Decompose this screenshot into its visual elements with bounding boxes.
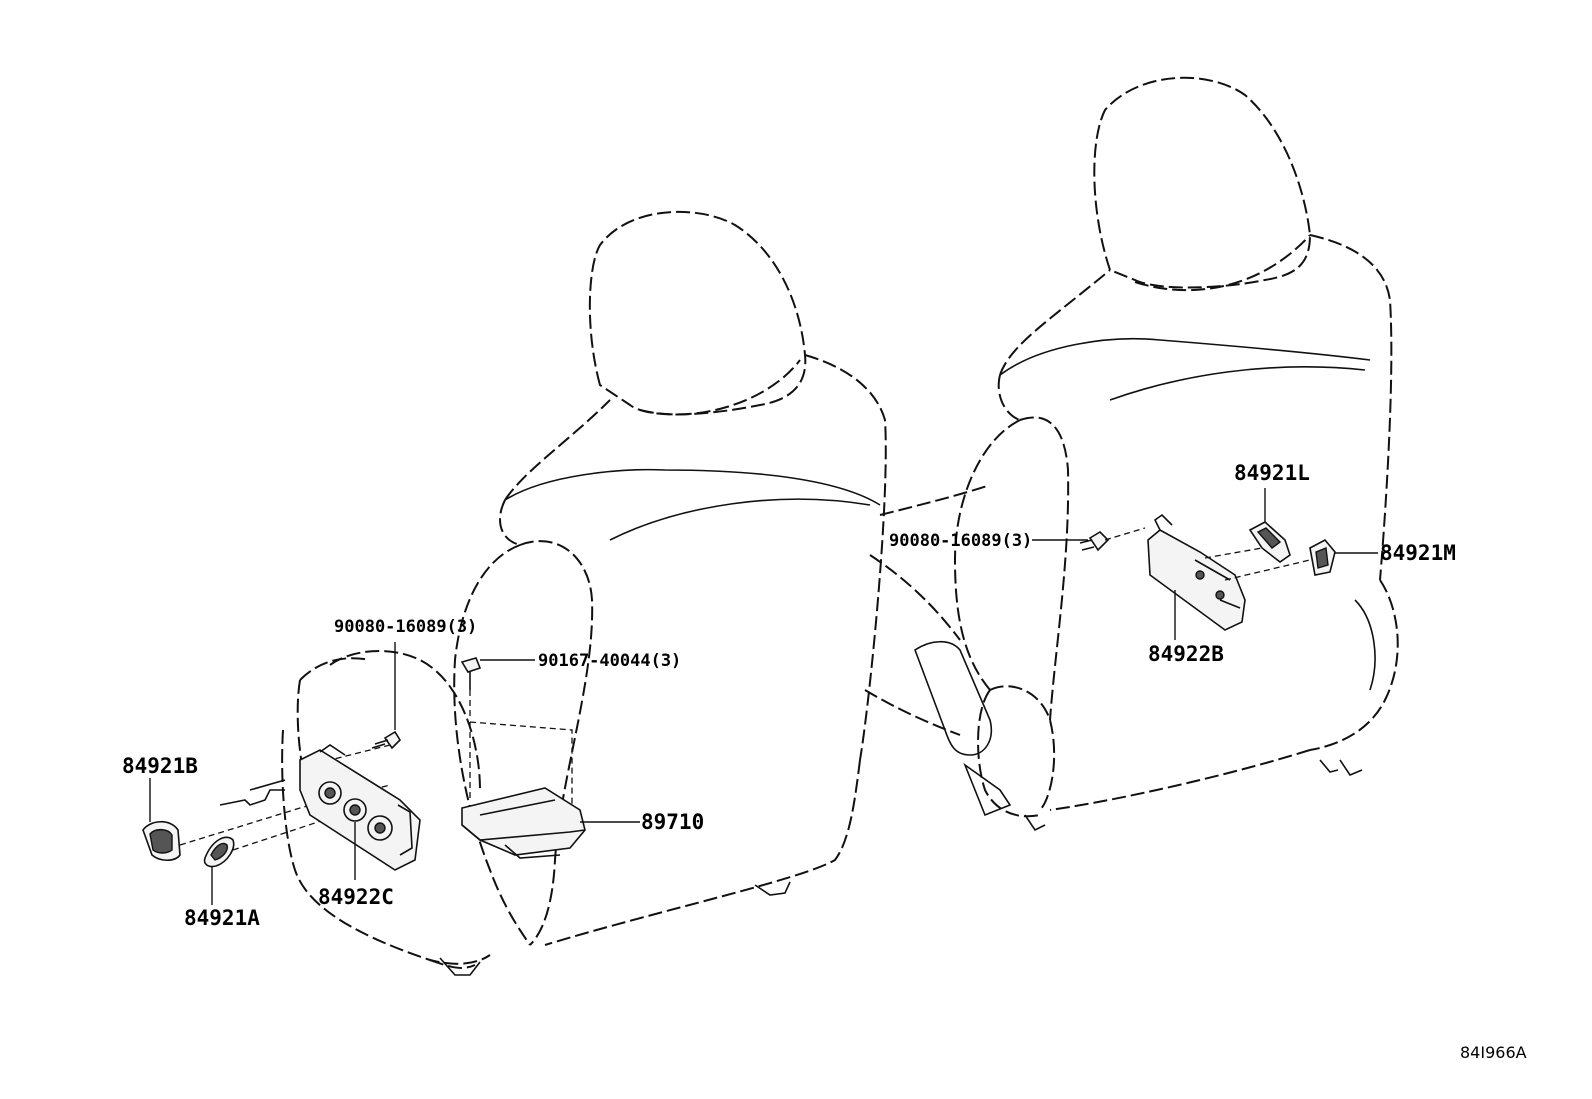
diagram-code: 84I966A — [1460, 1043, 1527, 1062]
callout-84921M: 84921M — [1380, 541, 1456, 565]
part-90167-clip — [460, 657, 482, 690]
callout-90080-right: 90080-16089(3) — [889, 531, 1032, 551]
part-84921A-knob — [203, 836, 235, 868]
callout-84921A: 84921A — [184, 906, 260, 930]
part-84921L-knob — [1248, 521, 1291, 563]
leader-lines — [149, 488, 1378, 905]
callout-89710: 89710 — [641, 810, 704, 834]
callout-84921L: 84921L — [1234, 461, 1310, 485]
callout-84921B: 84921B — [122, 754, 198, 778]
part-84922C-switch-panel — [299, 744, 421, 871]
part-84922B-switch-assembly — [1147, 513, 1246, 631]
part-84921M-knob — [1309, 538, 1336, 576]
callout-84922B: 84922B — [1148, 642, 1224, 666]
callout-84922C: 84922C — [318, 885, 394, 909]
right-seat-outline — [864, 76, 1399, 832]
left-seat-outline — [281, 210, 887, 976]
part-84921B-knob — [142, 820, 181, 862]
callout-90167: 90167-40044(3) — [538, 651, 681, 671]
part-90080-screw-right — [1079, 530, 1110, 552]
part-90080-screw-left — [371, 730, 402, 750]
callout-90080-left: 90080-16089(3) — [334, 617, 477, 637]
part-89710-module — [461, 721, 586, 859]
